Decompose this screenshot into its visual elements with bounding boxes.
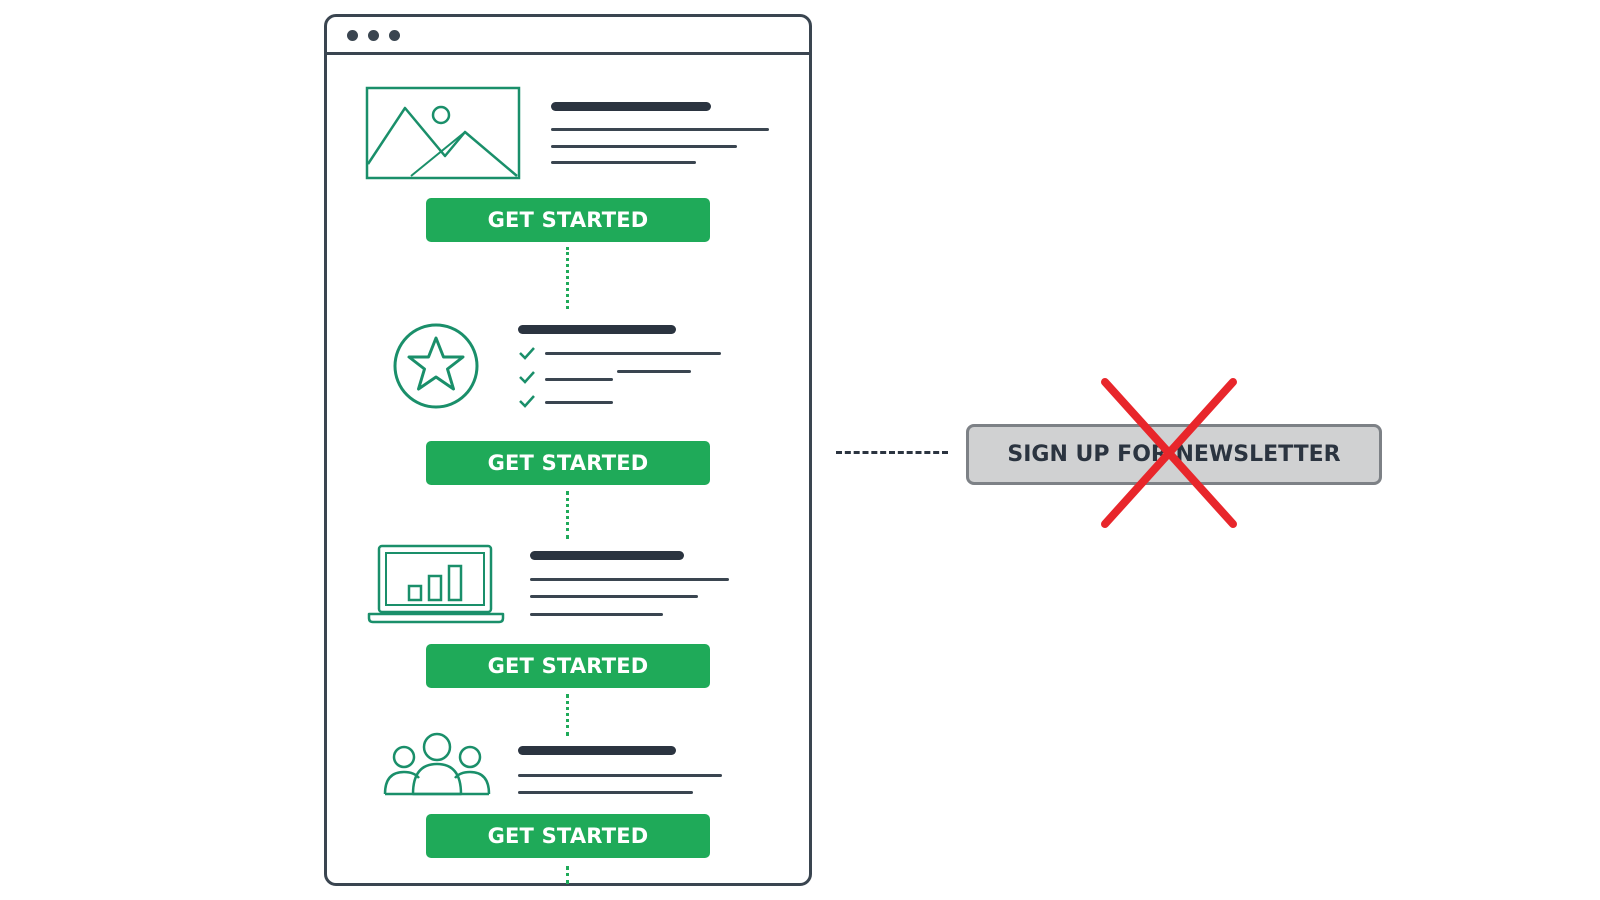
text-placeholder-line	[545, 378, 613, 381]
flow-connector	[566, 247, 569, 309]
laptop-chart-icon	[367, 544, 505, 624]
heading-placeholder-bar	[518, 325, 676, 334]
checkmark-icon	[519, 347, 535, 360]
text-placeholder-line	[617, 370, 691, 373]
window-dot-icon	[347, 30, 358, 41]
heading-placeholder-bar	[518, 746, 676, 755]
get-started-button[interactable]: GET STARTED	[426, 441, 710, 485]
text-placeholder-line	[545, 352, 721, 355]
image-icon	[365, 86, 521, 180]
flow-connector	[566, 694, 569, 736]
text-placeholder-line	[551, 128, 769, 131]
get-started-button[interactable]: GET STARTED	[426, 644, 710, 688]
text-placeholder-line	[551, 161, 696, 164]
checkmark-icon	[519, 371, 535, 384]
text-placeholder-line	[545, 401, 613, 404]
text-placeholder-line	[530, 613, 663, 616]
window-dot-icon	[389, 30, 400, 41]
checkmark-icon	[519, 395, 535, 408]
get-started-button[interactable]: GET STARTED	[426, 198, 710, 242]
text-placeholder-line	[530, 595, 698, 598]
star-badge-icon	[393, 323, 479, 409]
flow-connector	[566, 491, 569, 539]
dashed-connector	[836, 451, 948, 454]
heading-placeholder-bar	[530, 551, 684, 560]
text-placeholder-line	[551, 145, 737, 148]
people-group-icon	[383, 732, 491, 796]
window-dot-icon	[368, 30, 379, 41]
get-started-button[interactable]: GET STARTED	[426, 814, 710, 858]
flow-connector	[566, 866, 569, 884]
text-placeholder-line	[530, 578, 729, 581]
red-x-icon	[1101, 378, 1237, 528]
window-titlebar	[327, 17, 809, 55]
text-placeholder-line	[518, 774, 722, 777]
heading-placeholder-bar	[551, 102, 711, 111]
text-placeholder-line	[518, 791, 693, 794]
newsletter-signup-button: SIGN UP FOR NEWSLETTER	[966, 424, 1382, 485]
